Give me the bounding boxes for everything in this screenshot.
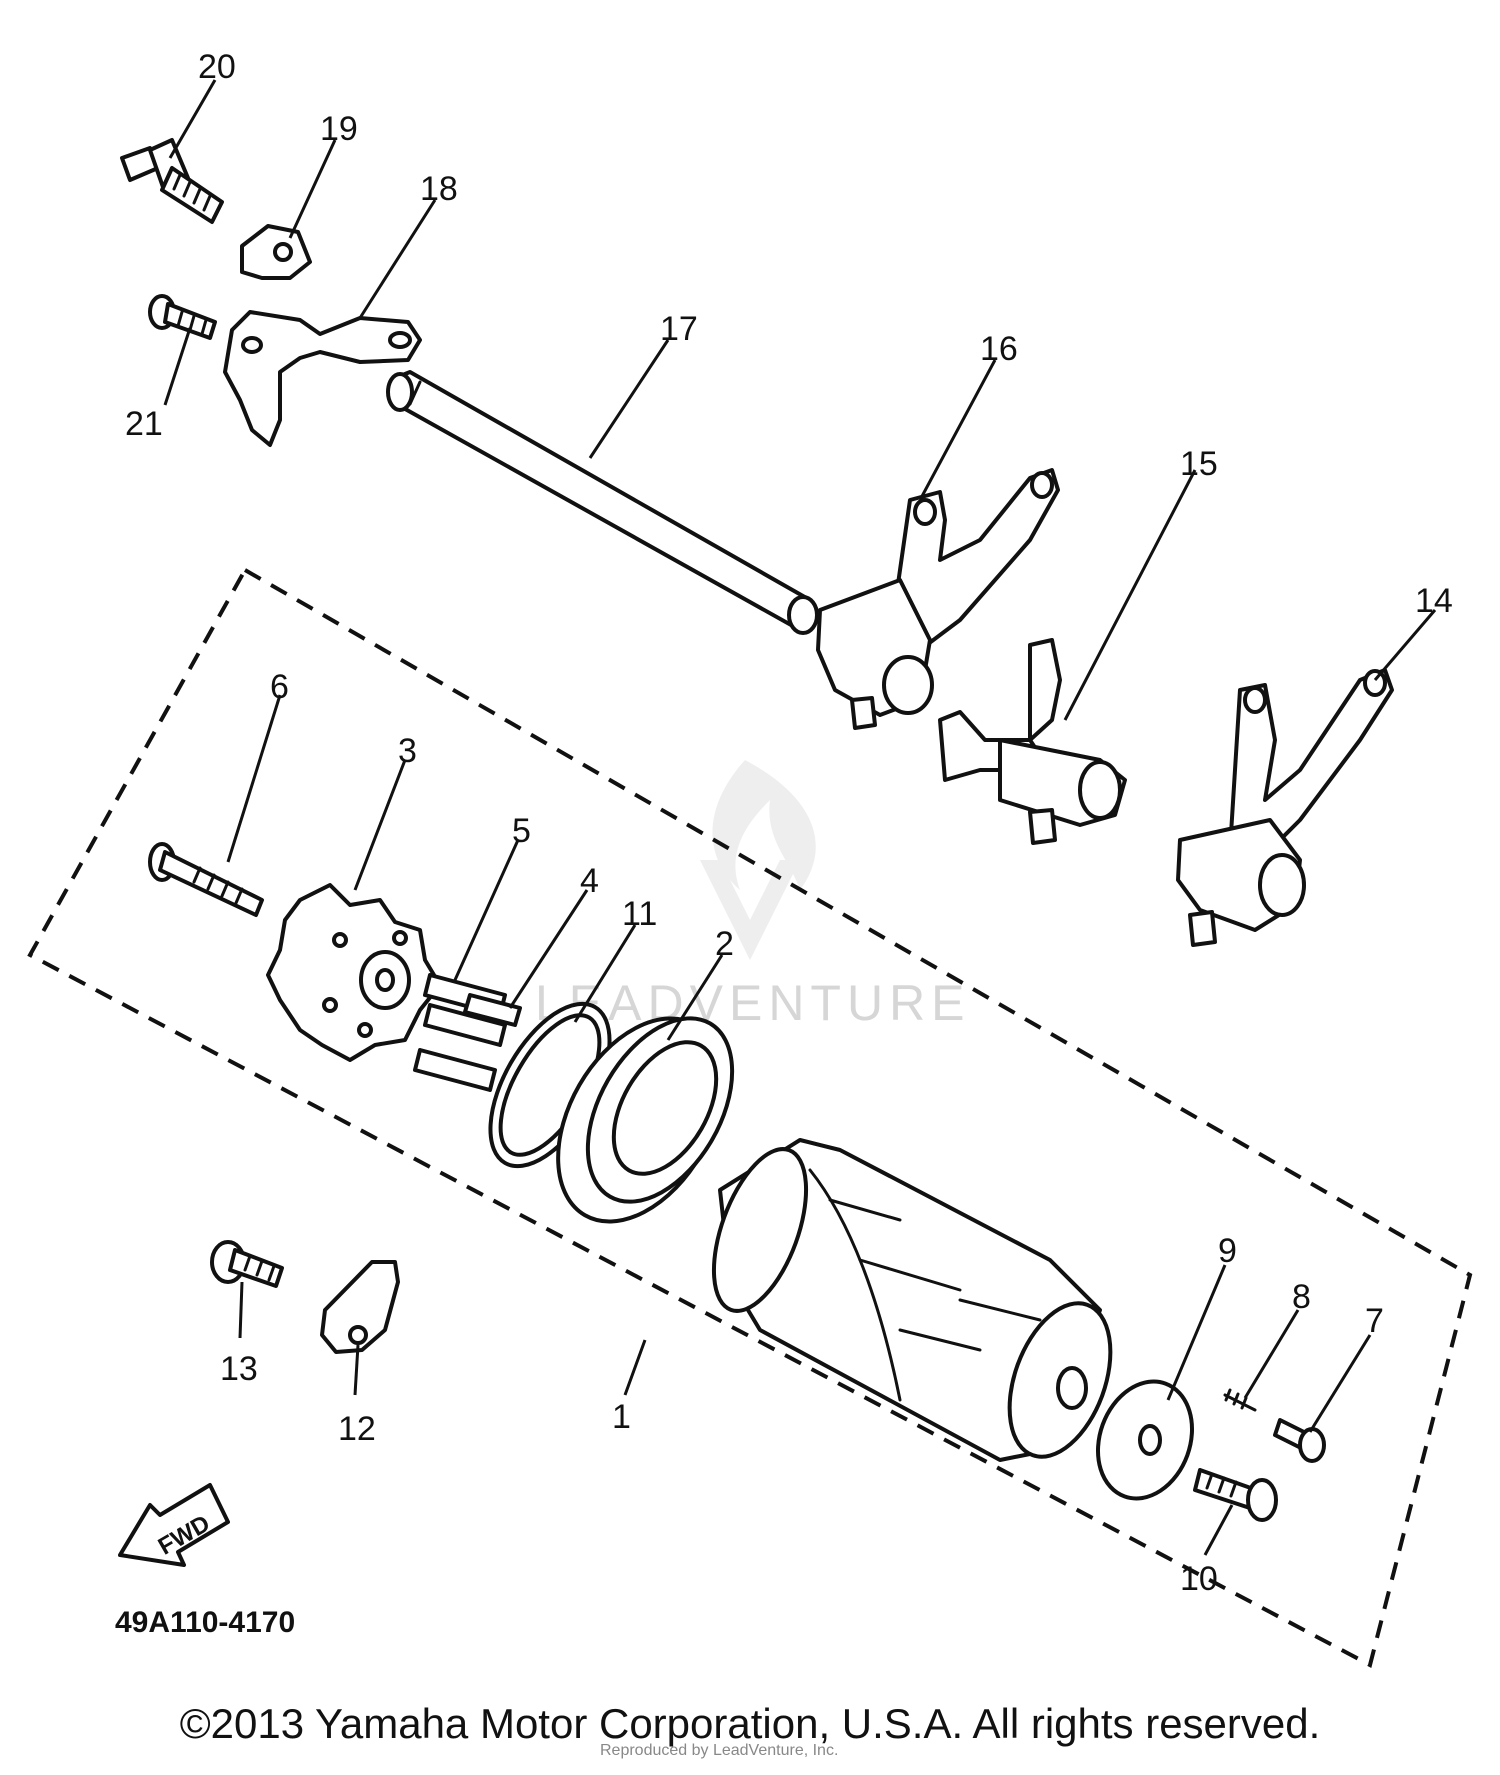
part-21-screw <box>148 294 217 340</box>
callout-4: 4 <box>580 862 599 900</box>
part-7-screw <box>1273 1418 1326 1463</box>
callout-16: 16 <box>980 330 1018 368</box>
part-4-pin <box>463 993 522 1027</box>
part-6-long-bolt <box>148 842 264 917</box>
callout-5: 5 <box>512 812 531 850</box>
callout-14: 14 <box>1415 582 1453 620</box>
part-12-plate <box>320 1260 400 1354</box>
callout-19: 19 <box>320 110 358 148</box>
part-18-lever <box>223 310 422 447</box>
leader-lines <box>163 79 1437 1556</box>
callout-2: 2 <box>715 925 734 963</box>
shift-cam-fork-diagram: LEADVENTURE <box>27 48 1473 1668</box>
part-9-washer <box>1095 1379 1195 1501</box>
callout-21: 21 <box>125 405 163 443</box>
part-16-shift-fork <box>816 468 1060 730</box>
part-19-plate <box>240 224 312 280</box>
callout-17: 17 <box>660 310 698 348</box>
fwd-arrow: FWD <box>118 1483 230 1567</box>
part-17-guide-bar <box>386 370 819 635</box>
callout-18: 18 <box>420 170 458 208</box>
drawing-code: 49A110-4170 <box>115 1606 295 1639</box>
part-13-screw <box>210 1240 284 1288</box>
callout-10: 10 <box>1180 1560 1218 1598</box>
part-5-pins <box>413 973 507 1092</box>
callout-15: 15 <box>1180 445 1218 483</box>
callout-3: 3 <box>398 732 417 770</box>
callout-12: 12 <box>338 1410 376 1448</box>
assembly-boundary <box>27 567 1473 1668</box>
part-3-segment <box>266 883 442 1062</box>
callout-1: 1 <box>612 1398 631 1436</box>
part-2-bearing <box>556 1016 735 1224</box>
copyright-notice: ©2013 Yamaha Motor Corporation, U.S.A. A… <box>179 1700 1321 1747</box>
callout-8: 8 <box>1292 1278 1311 1316</box>
callout-labels: 20 19 18 21 17 16 15 14 6 3 5 4 11 2 13 … <box>125 48 1453 1598</box>
callout-9: 9 <box>1218 1232 1237 1270</box>
callout-7: 7 <box>1365 1302 1384 1340</box>
part-20-bolt <box>120 138 224 224</box>
callout-13: 13 <box>220 1350 258 1388</box>
part-14-shift-fork <box>1176 668 1394 947</box>
part-1-shift-cam <box>711 1138 1113 1462</box>
part-15-shift-fork <box>938 638 1127 845</box>
callout-11: 11 <box>622 895 657 933</box>
callout-20: 20 <box>198 48 236 86</box>
credit-text: Reproduced by LeadVenture, Inc. <box>600 1742 839 1759</box>
part-10-screw <box>1193 1468 1278 1522</box>
leadventure-watermark-logo <box>700 760 816 960</box>
callout-6: 6 <box>270 668 289 706</box>
part-8-pin <box>1223 1388 1257 1412</box>
